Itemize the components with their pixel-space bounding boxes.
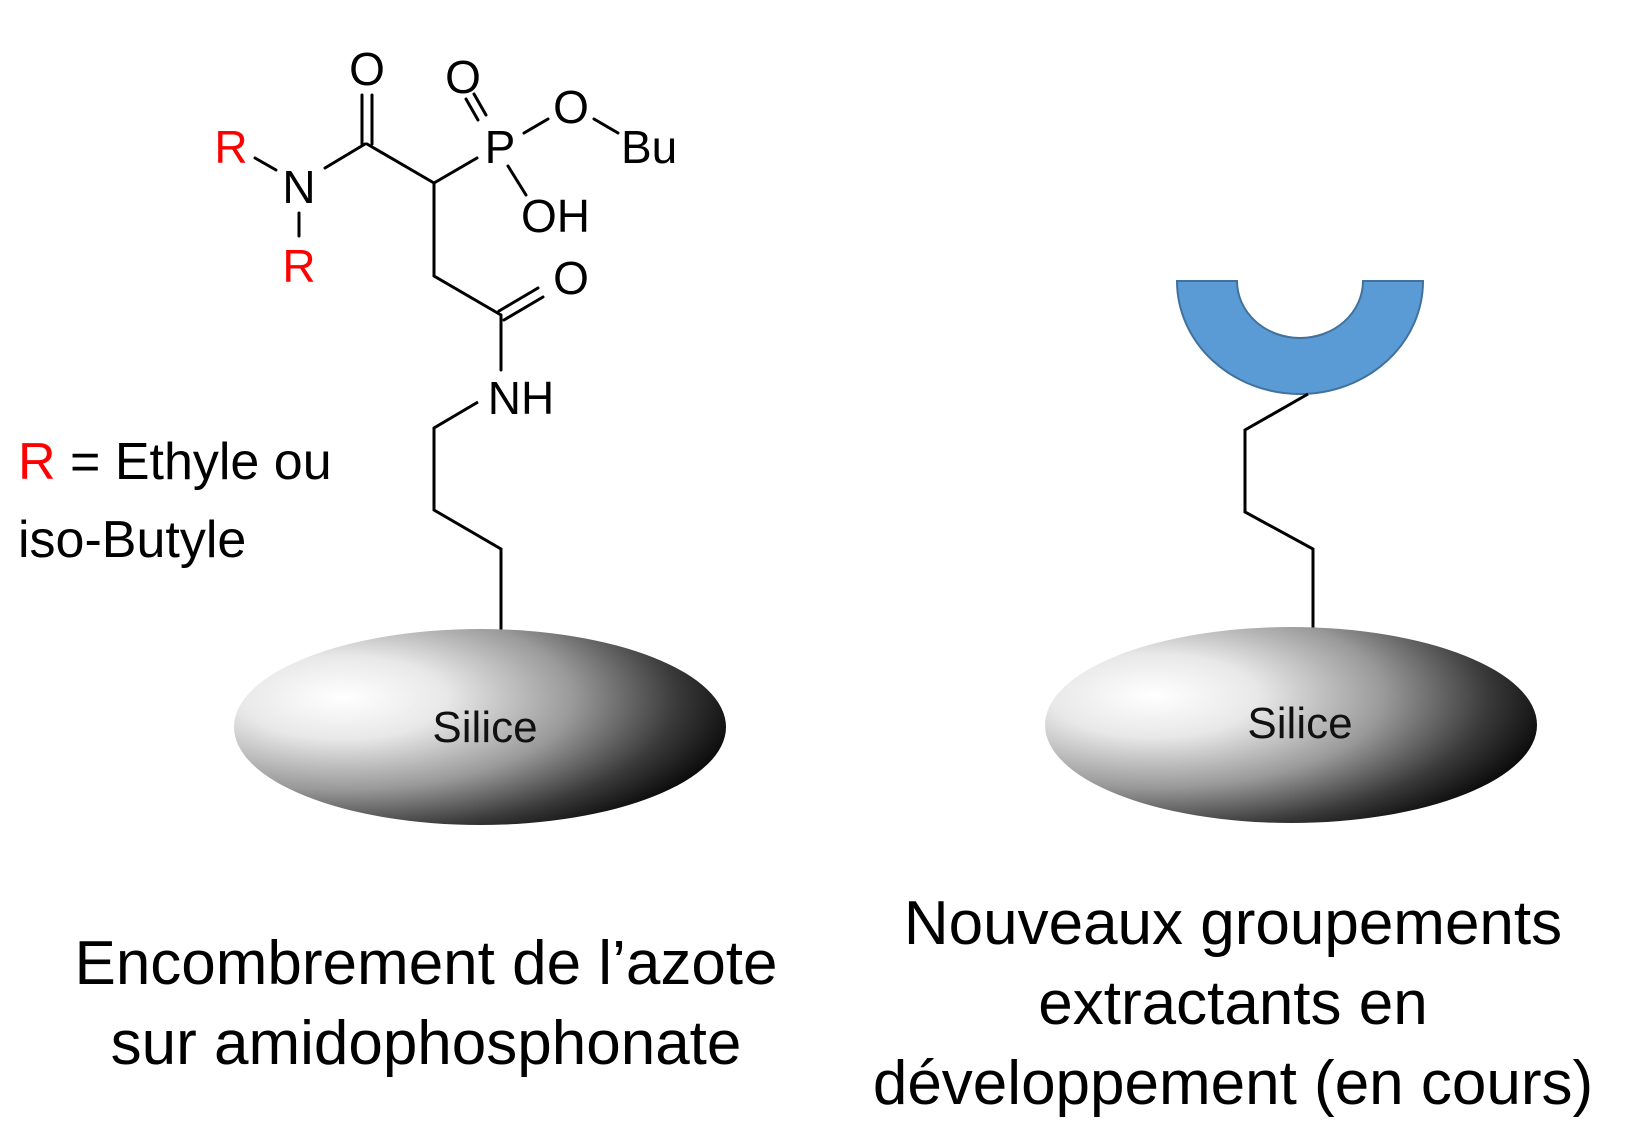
bond-amide-double-1 [497,286,540,313]
receptor-shape [1175,280,1425,395]
atom-oh: OH [521,190,590,242]
caption-left-line-2: sur amidophosphonate [110,1009,742,1078]
bond-amide-double-2 [502,295,545,322]
propyl-linker-right [1243,392,1315,632]
right-molecule: Silice [1045,280,1537,823]
atom-r-top: R [214,121,247,173]
silica-label-right: Silice [1247,699,1352,748]
legend-line-1: R = Ethyle ou [18,423,332,501]
bond-ch-ch2-amide [432,183,502,317]
r-group-legend: R = Ethyle ou iso-Butyle [18,423,332,579]
silica-particle-right [1045,627,1537,823]
atom-nh: NH [488,372,554,424]
silica-label-left: Silice [432,703,537,752]
bond-n-r-top [253,156,278,172]
legend-r-symbol: R [18,433,56,491]
bond-p-o-double-2 [472,92,488,117]
atom-n: N [282,161,315,213]
atom-o-amide: O [553,252,589,304]
bond-o-bu [592,117,620,135]
caption-right-line-2: extractants en [1038,969,1428,1038]
atom-o-carbonyl: O [349,43,385,95]
caption-right: Nouveaux groupements extractants en déve… [830,884,1636,1124]
bond-p-o-ester [522,117,550,135]
caption-right-line-1: Nouveaux groupements [903,889,1563,958]
atom-bu: Bu [621,121,677,173]
caption-right-line-3: développement (en cours) [872,1049,1594,1118]
bond-p-o-double-1 [464,97,480,122]
legend-line-1-text: = Ethyle ou [55,433,332,491]
legend-line-2: iso-Butyle [18,511,247,569]
atom-o-ester: O [553,81,589,133]
propyl-linker-left [432,400,503,632]
left-molecule: O O P O Bu OH N R R O NH Silice [214,43,726,825]
bond-carbonyl-ch [365,142,436,185]
caption-left-line-1: Encombrement de l’azote [74,929,778,998]
silica-particle-left [234,629,726,825]
atom-r-bottom: R [282,240,315,292]
atom-p: P [485,121,516,173]
atom-o-phosphoryl: O [445,51,481,103]
bond-n-carbonyl [323,142,367,170]
bond-p-oh [506,164,528,197]
caption-left: Encombrement de l’azote sur amidophospho… [20,924,832,1084]
bond-ch-p [432,156,479,185]
